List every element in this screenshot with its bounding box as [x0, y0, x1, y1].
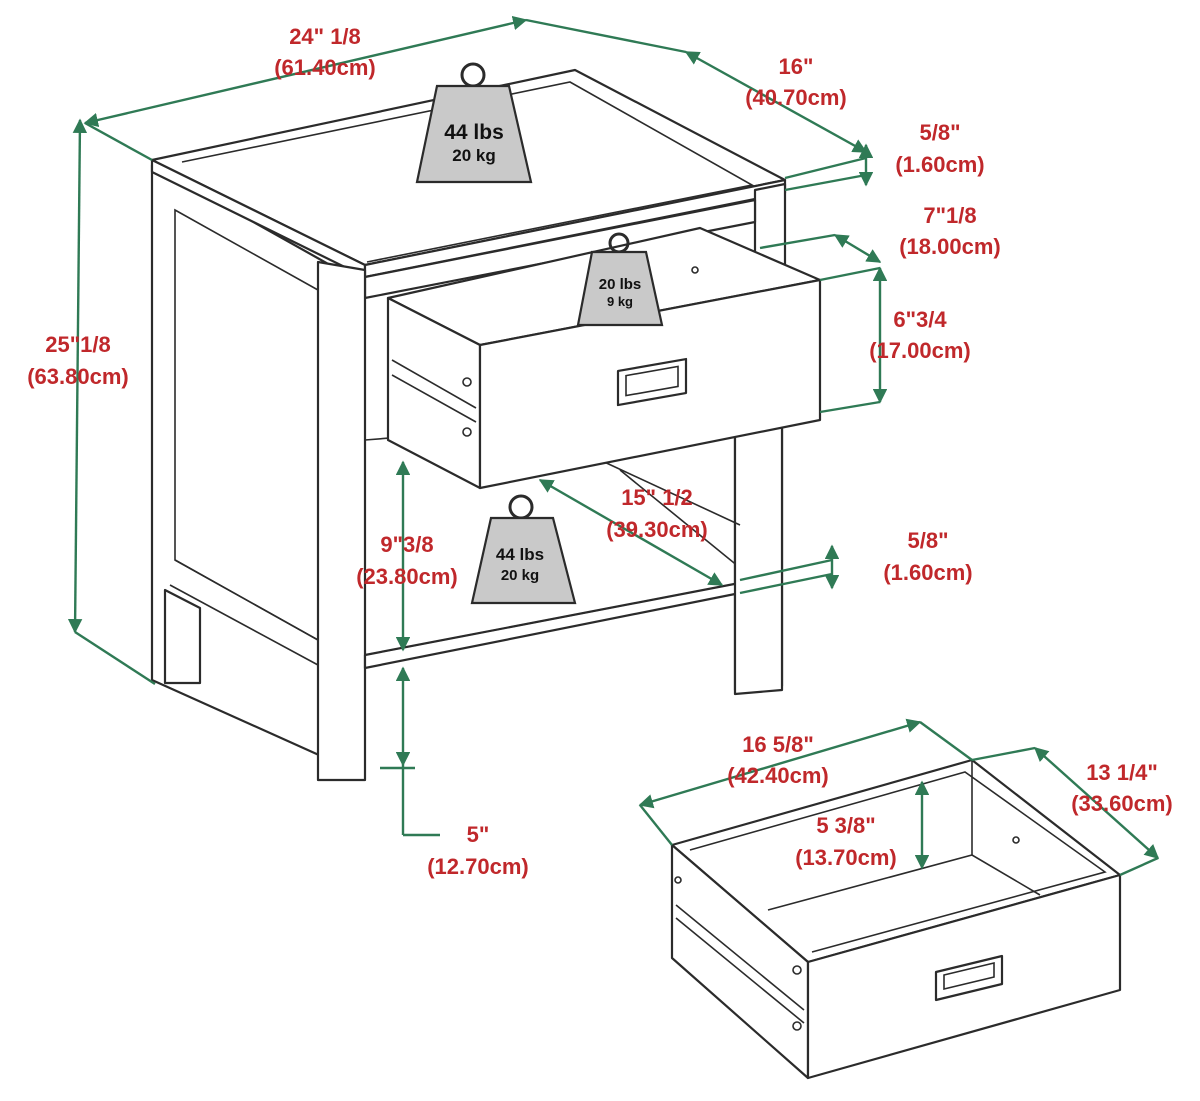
- weight-drawer-kg: 9 kg: [607, 294, 633, 309]
- drawer-depth-imperial-label: 13 1/4": [1086, 760, 1158, 785]
- shelf-thickness-imperial-label: 5/8": [907, 528, 948, 553]
- drawer-height-imperial-label: 6"3/4: [893, 307, 947, 332]
- shelf-clearance-metric-label: (23.80cm): [356, 564, 458, 589]
- floor-clearance-imperial-label: 5": [467, 822, 490, 847]
- depth-imperial-label: 16": [779, 54, 814, 79]
- drawer-depth-metric-label: (33.60cm): [1071, 791, 1173, 816]
- weight-top-kg: 20 kg: [452, 146, 495, 165]
- depth-metric-label: (40.70cm): [745, 85, 847, 110]
- weight-top-lbs: 44 lbs: [444, 121, 504, 144]
- top-thickness-metric-label: (1.60cm): [895, 152, 984, 177]
- width-metric-label: (61.40cm): [274, 55, 376, 80]
- weight-shelf-lbs: 44 lbs: [496, 545, 544, 564]
- dimension-labels: 24" 1/8 (61.40cm) 16" (40.70cm) 5/8" (1.…: [27, 24, 1173, 879]
- drawer-inner-height-imperial-label: 5 3/8": [816, 813, 875, 838]
- drawer-handle-icon: [616, 357, 688, 407]
- shelf-depth-metric-label: (39.30cm): [606, 517, 708, 542]
- height-imperial-label: 25"1/8: [45, 332, 110, 357]
- weight-drawer-lbs: 20 lbs: [599, 276, 642, 293]
- shelf-depth-imperial-label: 15" 1/2: [621, 485, 693, 510]
- shelf-clearance-imperial-label: 9"3/8: [380, 532, 433, 557]
- floor-clearance-metric-label: (12.70cm): [427, 854, 529, 879]
- drawer-width-imperial-label: 16 5/8": [742, 732, 814, 757]
- drawer-width-metric-label: (42.40cm): [727, 763, 829, 788]
- width-imperial-label: 24" 1/8: [289, 24, 361, 49]
- weight-icon: 20 lbs 9 kg: [576, 232, 664, 327]
- drawer-detail-handle-icon: [934, 954, 1004, 1002]
- shelf-thickness-metric-label: (1.60cm): [883, 560, 972, 585]
- top-thickness-imperial-label: 5/8": [919, 120, 960, 145]
- height-metric-label: (63.80cm): [27, 364, 129, 389]
- weight-icon: 44 lbs 20 kg: [415, 62, 533, 184]
- drawer-detail: [670, 758, 1122, 1080]
- drawer-clearance-metric-label: (18.00cm): [899, 234, 1001, 259]
- weight-shelf-kg: 20 kg: [501, 567, 539, 584]
- drawer-clearance-imperial-label: 7"1/8: [923, 203, 976, 228]
- weight-icon: 44 lbs 20 kg: [470, 494, 577, 605]
- drawer-inner-height-metric-label: (13.70cm): [795, 845, 897, 870]
- drawer-height-metric-label: (17.00cm): [869, 338, 971, 363]
- dimension-lines: [67, 15, 1160, 877]
